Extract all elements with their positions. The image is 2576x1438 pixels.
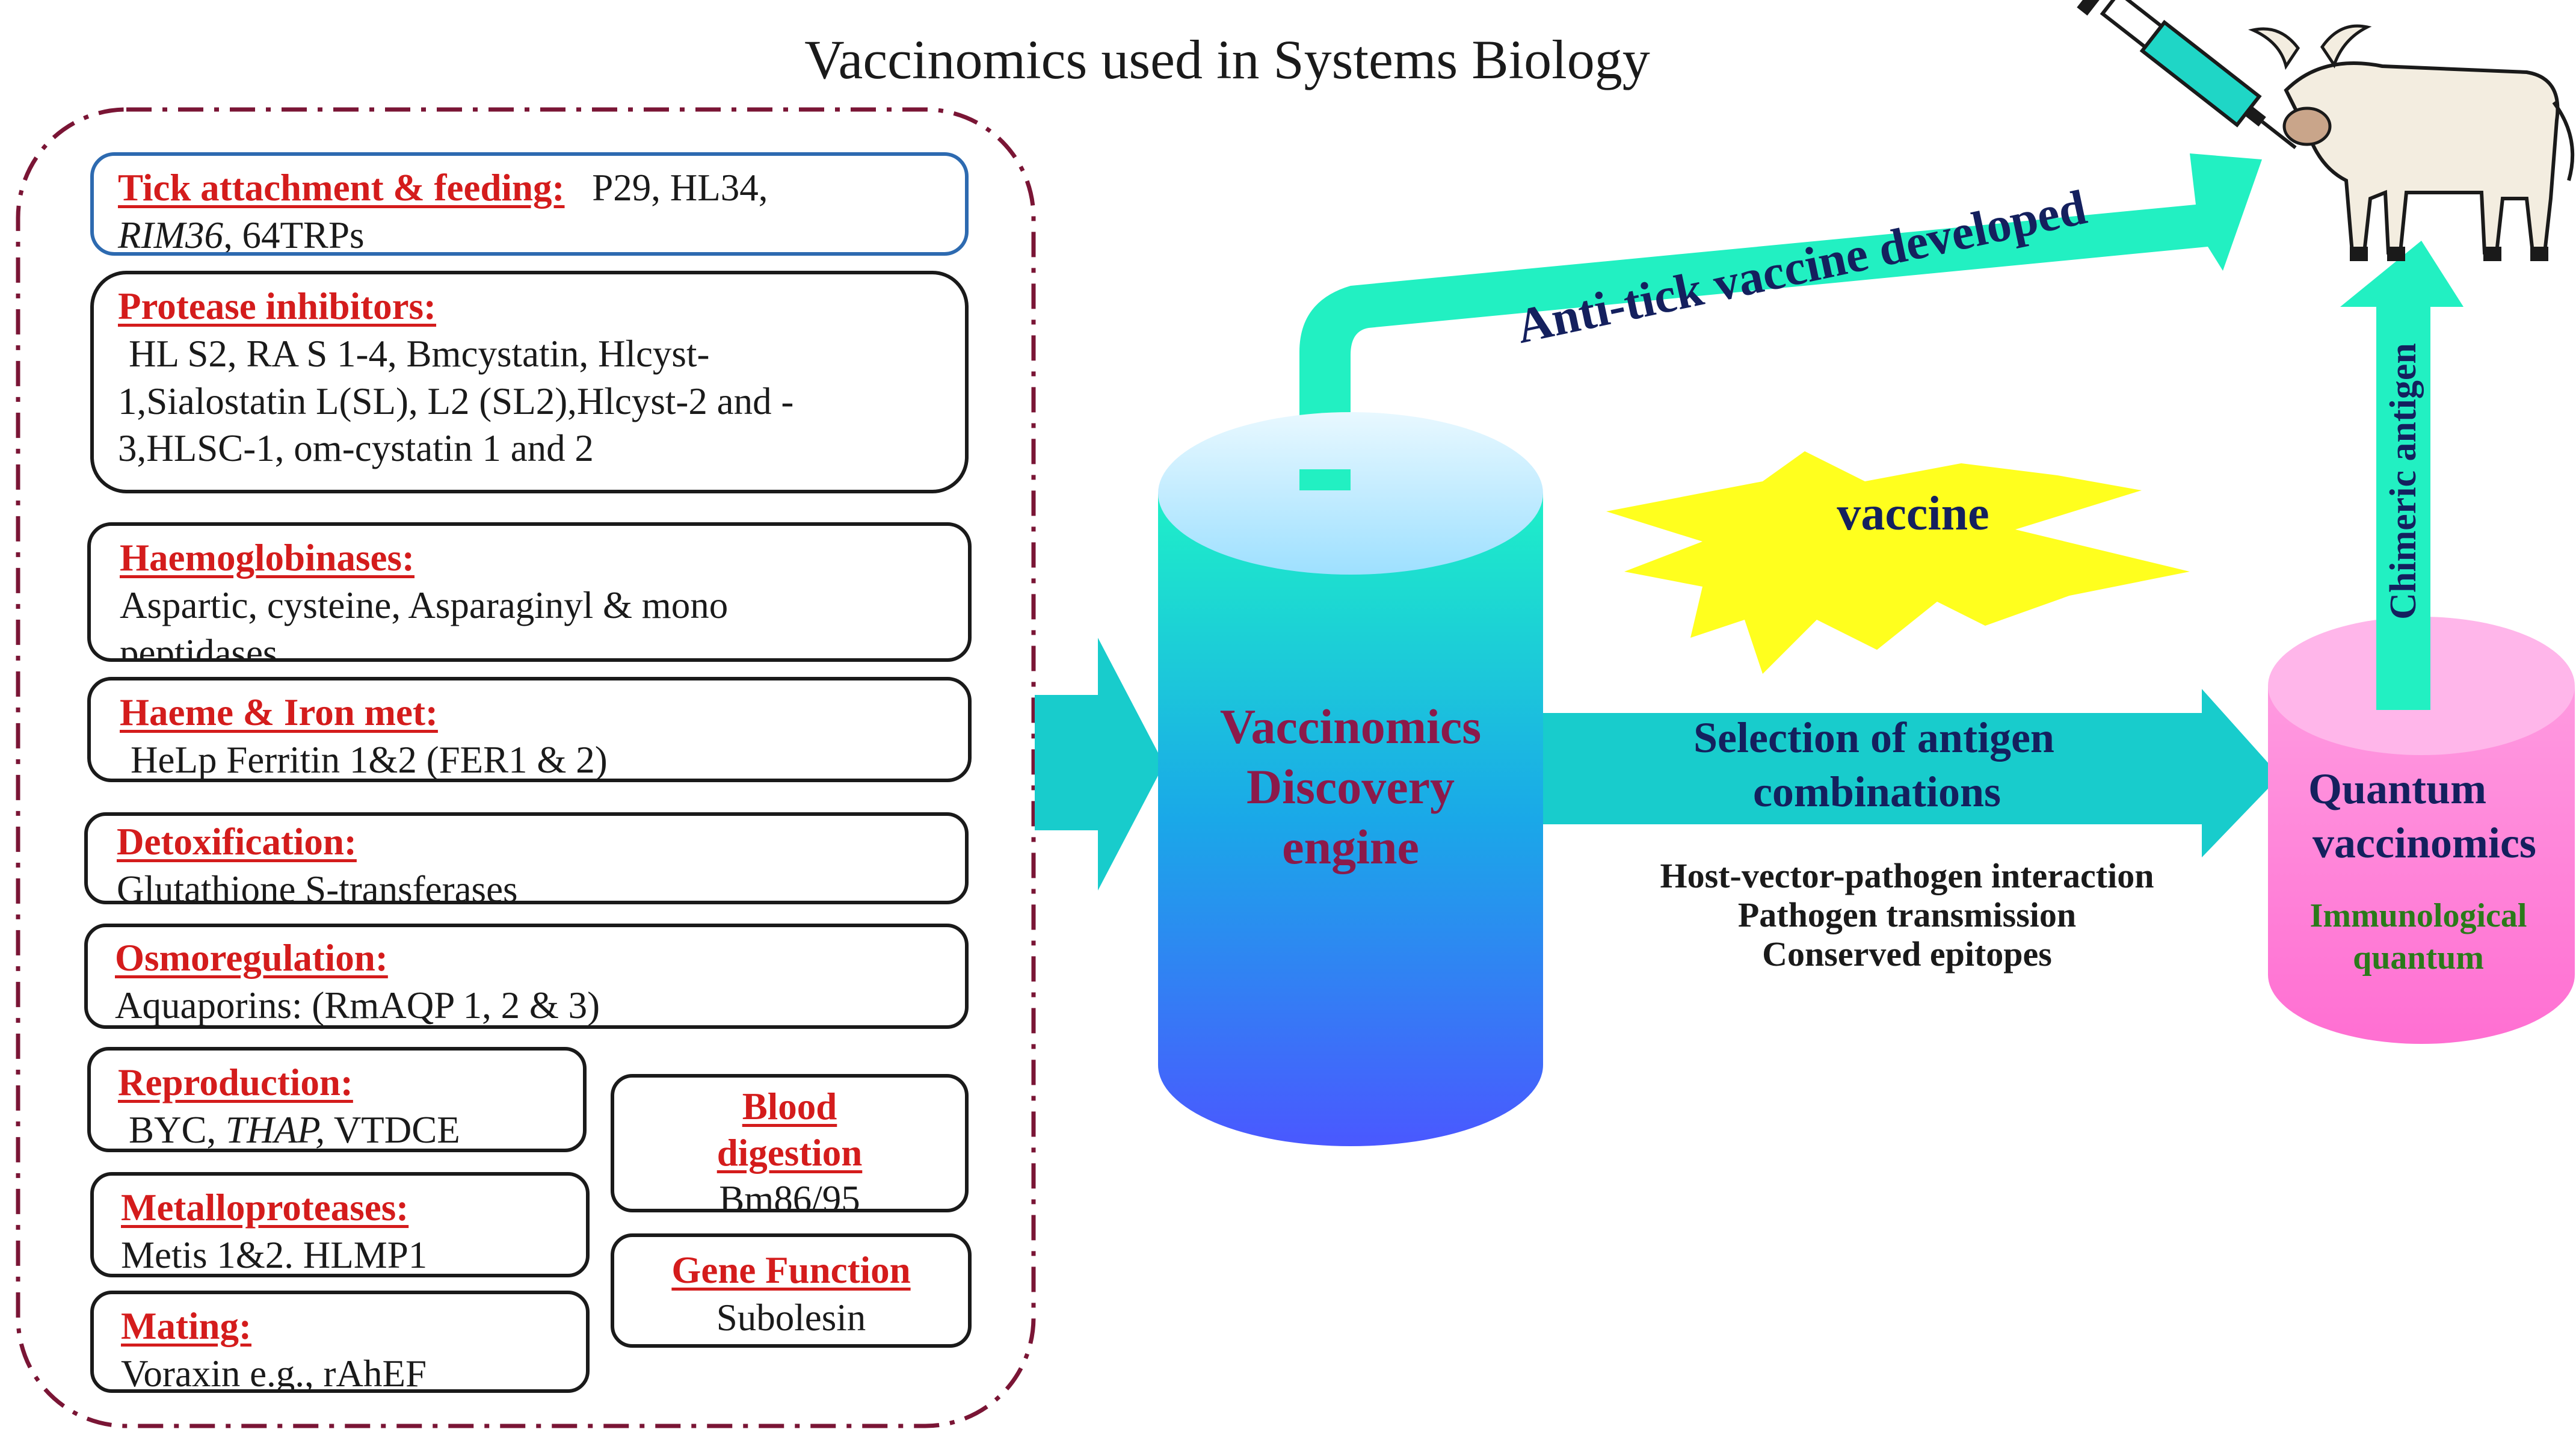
box-repro-heading: Reproduction: <box>118 1061 353 1103</box>
box-blood-digestion: Blood digestion Bm86/95 <box>611 1074 969 1212</box>
box-detoxification: Detoxification: Glutathione S-transferas… <box>84 812 969 904</box>
selection-arrow-label-1: Selection of antigen <box>1693 714 2054 762</box>
box-gene-function: Gene Function Subolesin <box>611 1233 972 1348</box>
box-protease-line3: 3,HLSC-1, om-cystatin 1 and 2 <box>118 427 594 470</box>
criteria-line-1: Host-vector-pathogen interaction <box>1660 856 2154 895</box>
box-tick-attachment: Tick attachment & feeding: P29, HL34, RI… <box>90 152 969 256</box>
box-protease-line1: HL S2, RA S 1-4, Bmcystatin, Hlcyst- <box>129 332 710 375</box>
engine-label-3: engine <box>1282 819 1419 874</box>
box-haeme-iron: Haeme & Iron met: HeLp Ferritin 1&2 (FER… <box>87 677 972 782</box>
box-haemo-line1: Aspartic, cysteine, Asparaginyl & mono <box>120 584 729 626</box>
box-haeme-heading: Haeme & Iron met: <box>120 691 438 733</box>
box-tick-text2: 64TRPs <box>242 214 365 256</box>
engine-label-2: Discovery <box>1246 759 1455 814</box>
discovery-engine-cylinder <box>1158 412 1543 1146</box>
quantum-label-2: vaccinomics <box>2313 819 2536 867</box>
chimeric-antigen-label: Chimeric antigen <box>2383 343 2424 620</box>
diagram-title: Vaccinomics used in Systems Biology <box>804 29 1650 90</box>
chimeric-antigen-arrow <box>2340 241 2464 710</box>
box-repro-text1: BYC, <box>129 1108 217 1151</box>
box-protease-heading: Protease inhibitors: <box>118 285 437 327</box>
box-osmoregulation: Osmoregulation: Aquaporins: (RmAQP 1, 2 … <box>84 924 969 1029</box>
left-panel-dashed-border <box>16 107 1036 1428</box>
box-osmo-line1: Aquaporins: (RmAQP 1, 2 & 3) <box>115 984 600 1026</box>
box-haemoglobinases: Haemoglobinases: Aspartic, cysteine, Asp… <box>87 522 972 662</box>
box-repro-text2: VTDCE <box>333 1108 460 1151</box>
criteria-line-3: Conserved epitopes <box>1762 934 2052 974</box>
box-mating: Mating: Voraxin e.g., rAhEF <box>90 1291 590 1393</box>
box-gene-line1: Subolesin <box>716 1296 866 1339</box>
box-metallo-heading: Metalloproteases: <box>121 1187 409 1229</box>
box-haemo-line2: peptidases <box>120 631 278 662</box>
box-metallo-line1: Metis 1&2. HLMP1 <box>121 1233 428 1276</box>
box-mating-line1: Voraxin e.g., rAhEF <box>121 1352 427 1393</box>
box-reproduction: Reproduction: BYC, THAP, VTDCE <box>87 1047 587 1152</box>
box-mating-heading: Mating: <box>121 1305 251 1347</box>
box-blood-line1: Bm86/95 <box>719 1177 860 1212</box>
criteria-line-2: Pathogen transmission <box>1738 895 2076 934</box>
box-gene-heading: Gene Function <box>671 1249 911 1291</box>
box-haemo-heading: Haemoglobinases: <box>120 537 415 579</box>
box-tick-heading: Tick attachment & feeding: <box>118 167 565 209</box>
box-detox-heading: Detoxification: <box>117 821 357 863</box>
quantum-sub-1: Immunological <box>2310 897 2527 934</box>
vaccine-burst-label: vaccine <box>1837 487 1989 540</box>
box-haeme-line1: HeLp Ferritin 1&2 (FER1 & 2) <box>131 738 608 781</box>
anti-tick-arrow <box>1299 153 2262 475</box>
box-detox-line1: Glutathione S-transferases <box>117 868 518 904</box>
box-metalloproteases: Metalloproteases: Metis 1&2. HLMP1 <box>90 1172 590 1277</box>
cow-icon <box>2248 24 2575 261</box>
syringe-icon <box>2077 0 2297 149</box>
box-repro-text-italic: THAP, <box>226 1108 325 1151</box>
box-protease-inhibitors: Protease inhibitors: HL S2, RA S 1-4, Bm… <box>90 271 969 493</box>
box-protease-line2: 1,Sialostatin L(SL), L2 (SL2),Hlcyst-2 a… <box>118 380 794 422</box>
box-tick-text2-italic: RIM36, <box>118 214 233 256</box>
selection-arrow-label-2: combinations <box>1753 768 2001 816</box>
box-blood-heading-1: Blood <box>742 1085 837 1128</box>
selection-arrow <box>1537 689 2280 857</box>
engine-label-1: Vaccinomics <box>1220 699 1481 754</box>
box-osmo-heading: Osmoregulation: <box>115 937 388 979</box>
box-tick-text1: P29, HL34, <box>592 167 768 209</box>
vaccine-burst <box>1606 451 2190 674</box>
quantum-sub-2: quantum <box>2353 939 2484 977</box>
input-arrow <box>1035 638 1164 890</box>
box-blood-heading-2: digestion <box>716 1131 863 1174</box>
quantum-label-1: Quantum <box>2308 765 2486 813</box>
